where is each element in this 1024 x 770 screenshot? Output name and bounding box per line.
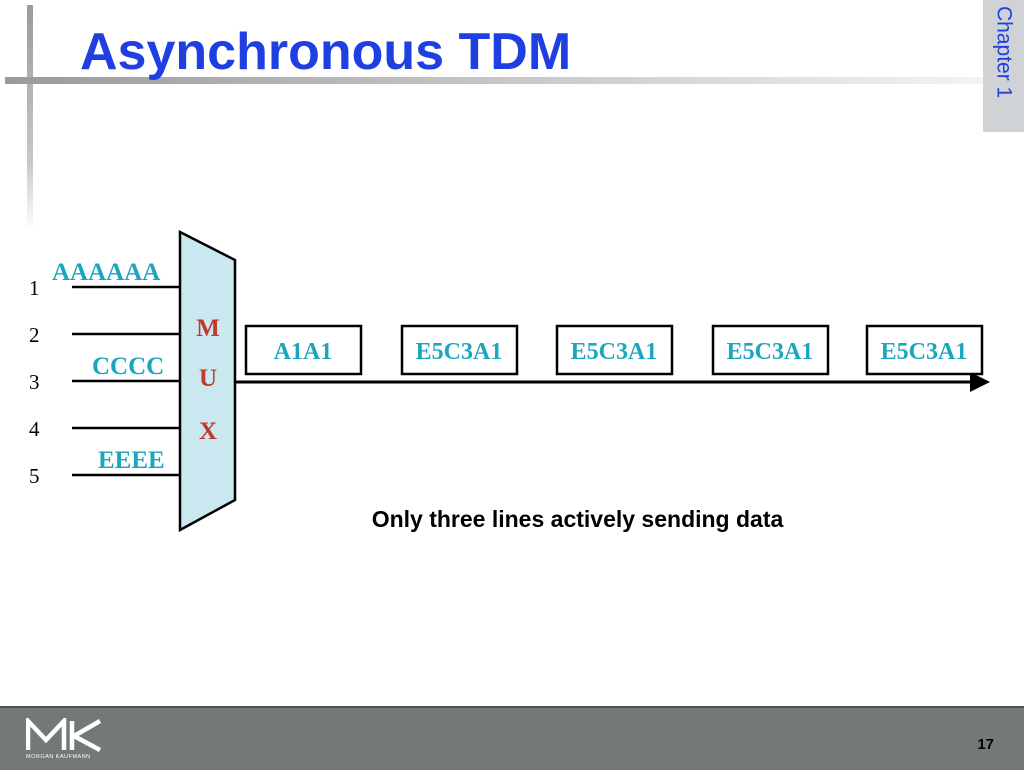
line-number-3: 3: [29, 370, 40, 394]
line-data-5: EEEE: [98, 447, 165, 474]
line-number-2: 2: [29, 323, 40, 347]
line-number-4: 4: [29, 417, 40, 441]
line-data-1: AAAAAA: [52, 259, 160, 286]
page-number: 17: [977, 736, 994, 753]
frame-box-1: [244, 324, 363, 376]
frame-label-1: A1A1: [274, 339, 333, 365]
frame-box-2: [400, 324, 519, 376]
line-data-3: CCCC: [92, 353, 164, 380]
diagram-caption: Only three lines actively sending data: [371, 506, 784, 532]
frame-label-5: E5C3A1: [881, 339, 968, 365]
frame-box-3: [555, 324, 674, 376]
chapter-tab-label: Chapter 1: [992, 6, 1016, 99]
line-number-5: 5: [29, 464, 40, 488]
mux-letter-m: M: [196, 315, 220, 342]
frame-label-3: E5C3A1: [571, 339, 658, 365]
async-tdm-diagram: 1 2 3 4 5 AAAAAA CCCC EEEE M U X A1A1 E5…: [29, 229, 990, 533]
frame-label-4: E5C3A1: [727, 339, 814, 365]
mux-letter-u: U: [199, 365, 217, 392]
footer-bar: MORGAN KAUFMANN 17: [0, 706, 1024, 770]
frame-box-4: [711, 324, 830, 376]
decorative-horizontal-bar: [5, 77, 990, 84]
line-number-1: 1: [29, 276, 40, 300]
mux-block: [178, 229, 237, 533]
mux-letter-x: X: [199, 418, 217, 445]
frames: [244, 324, 984, 376]
decorative-vertical-bar: [27, 5, 33, 230]
frame-box-5: [865, 324, 984, 376]
frame-label-2: E5C3A1: [416, 339, 503, 365]
publisher-logo: [26, 718, 102, 752]
chapter-tab: Chapter 1: [983, 0, 1024, 132]
input-lines: [72, 285, 180, 477]
output-arrowhead: [970, 372, 990, 392]
slide-title: Asynchronous TDM: [80, 23, 572, 81]
publisher-logo-text: MORGAN KAUFMANN: [26, 754, 91, 760]
